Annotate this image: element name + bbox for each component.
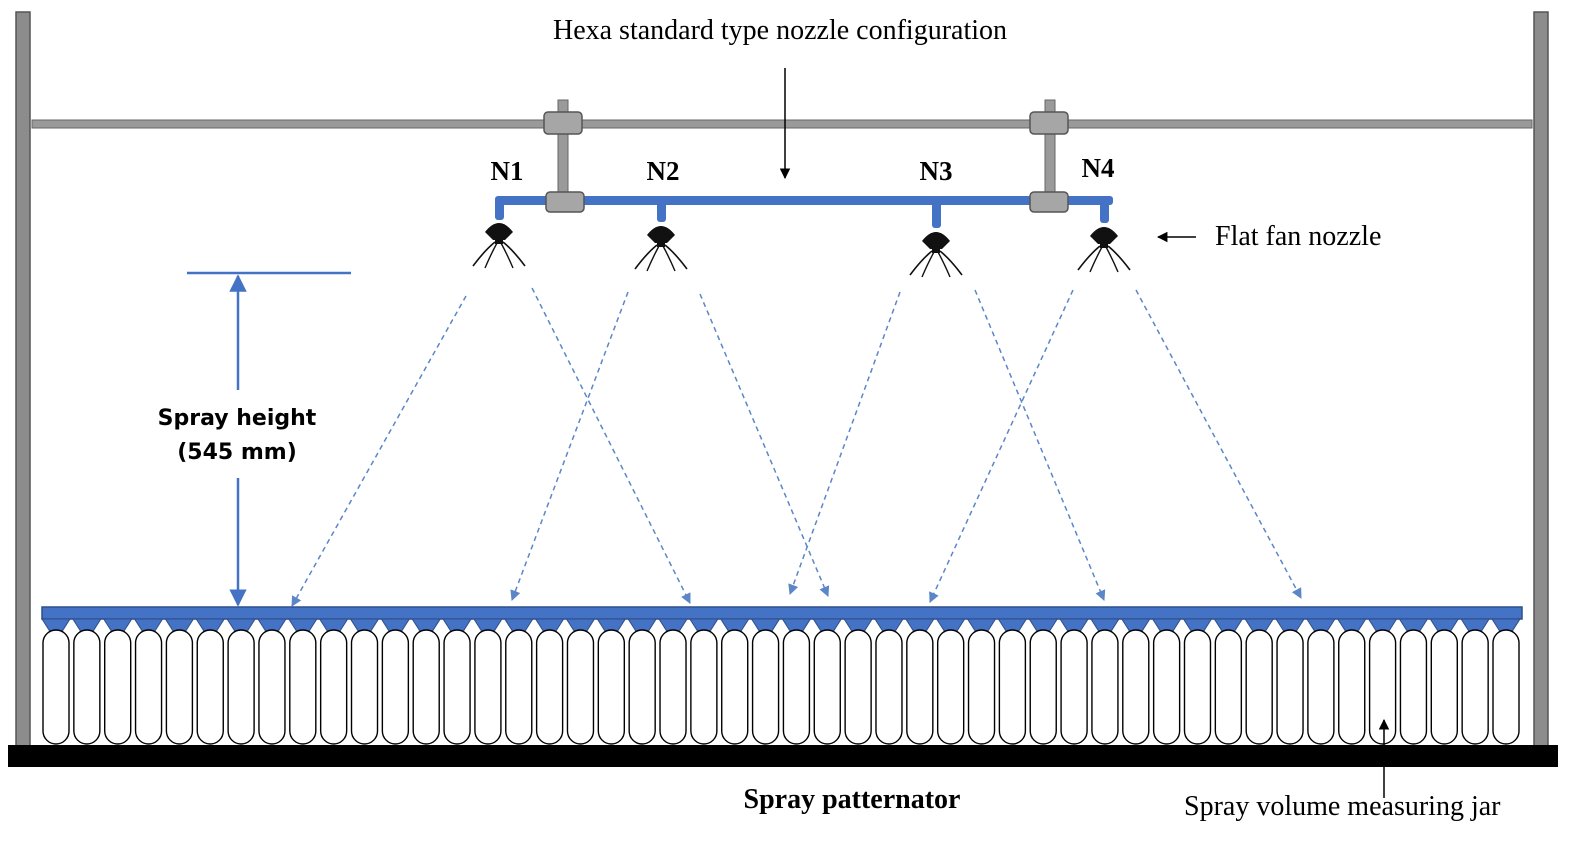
measuring-jar <box>751 629 780 745</box>
measuring-jar <box>319 629 348 745</box>
top-clamp-left <box>543 111 583 135</box>
nozzle-drop-n4 <box>1100 198 1109 223</box>
nozzle-head-2 <box>634 226 688 272</box>
measuring-jar <box>1368 629 1397 745</box>
measuring-jar <box>196 629 224 745</box>
measuring-jar <box>1399 629 1428 745</box>
jar-row <box>42 629 1520 745</box>
measuring-jar <box>782 629 811 745</box>
measuring-jar <box>134 629 163 745</box>
measuring-jar <box>566 629 595 745</box>
nozzle-label-n2: N2 <box>647 156 680 186</box>
measuring-jar <box>1029 629 1057 745</box>
measuring-jar <box>1338 629 1366 745</box>
measuring-jar <box>258 629 286 745</box>
spray-arrow-2 <box>531 287 691 604</box>
base-plate <box>8 745 1558 767</box>
measuring-jar <box>813 629 841 745</box>
spray-height-value: (545 mm) <box>177 440 297 465</box>
spray-height-label: Spray height <box>158 406 317 431</box>
measuring-jar <box>1122 629 1150 745</box>
flat-fan-nozzle-label: Flat fan nozzle <box>1215 221 1381 252</box>
measuring-jar <box>381 629 410 745</box>
measuring-jar <box>998 629 1027 745</box>
patternator-top-bar <box>41 606 1523 620</box>
measuring-jar <box>1245 629 1273 745</box>
nozzle-head-3 <box>909 232 963 278</box>
top-rail <box>31 119 1533 129</box>
measuring-jar <box>505 629 533 745</box>
measuring-jar <box>1183 629 1212 745</box>
spray-arrows <box>291 287 1302 607</box>
spray-arrow-8 <box>1135 289 1302 599</box>
spray-arrow-3 <box>510 291 629 601</box>
nozzle-drop-n2 <box>657 198 666 222</box>
measuring-jar <box>1492 629 1520 745</box>
measuring-jar <box>1152 629 1181 745</box>
right-frame-post <box>1533 11 1549 753</box>
measuring-jar <box>844 629 872 745</box>
measuring-jar <box>42 629 70 745</box>
nozzle-heads <box>472 223 1131 278</box>
measuring-jar <box>1307 629 1335 745</box>
measuring-jar <box>690 629 718 745</box>
measuring-jar <box>967 629 996 745</box>
measuring-jar <box>474 629 502 745</box>
nozzle-label-n1: N1 <box>491 156 524 186</box>
measuring-jar <box>443 629 471 745</box>
spray-arrow-1 <box>291 295 467 607</box>
spray-arrow-6 <box>974 289 1106 601</box>
measuring-jar <box>875 629 903 745</box>
patternator-label: Spray patternator <box>744 784 961 815</box>
measuring-jar <box>1276 629 1304 745</box>
nozzle-label-n4: N4 <box>1082 153 1115 183</box>
spray-arrow-5 <box>788 291 901 595</box>
measuring-jar <box>227 629 255 745</box>
measuring-jar <box>1091 629 1119 745</box>
nozzle-drop-n1 <box>495 198 504 220</box>
measuring-jar <box>104 629 132 745</box>
measuring-jar <box>1430 629 1458 745</box>
measuring-jar <box>628 629 656 745</box>
measuring-jar <box>535 629 564 745</box>
measuring-jar <box>721 629 749 745</box>
nozzle-head-4 <box>1077 227 1131 273</box>
nozzle-label-n3: N3 <box>920 156 953 186</box>
boom-pipe <box>495 196 1113 205</box>
figure-title: Hexa standard type nozzle configuration <box>553 15 1007 46</box>
spray-arrow-4 <box>699 293 830 597</box>
measuring-jar <box>73 629 101 745</box>
measuring-jar <box>165 629 194 745</box>
nozzle-head-1 <box>472 223 526 269</box>
top-clamp-right <box>1029 111 1069 135</box>
measuring-jar <box>289 629 317 745</box>
measuring-jar <box>906 629 934 745</box>
measuring-jar <box>1214 629 1243 745</box>
left-frame-post <box>15 11 31 753</box>
measuring-jar <box>1461 629 1489 745</box>
measuring-jar <box>412 629 440 745</box>
boom-clamp-right <box>1029 191 1069 213</box>
measuring-jar <box>350 629 379 745</box>
boom-clamp-left <box>545 191 585 213</box>
nozzle-drop-n3 <box>932 198 941 228</box>
measuring-jar <box>1060 629 1088 745</box>
measuring-jar <box>659 629 687 745</box>
jar-label: Spray volume measuring jar <box>1184 791 1501 822</box>
measuring-jar <box>597 629 626 745</box>
measuring-jar <box>936 629 965 745</box>
spray-arrow-7 <box>929 289 1074 603</box>
